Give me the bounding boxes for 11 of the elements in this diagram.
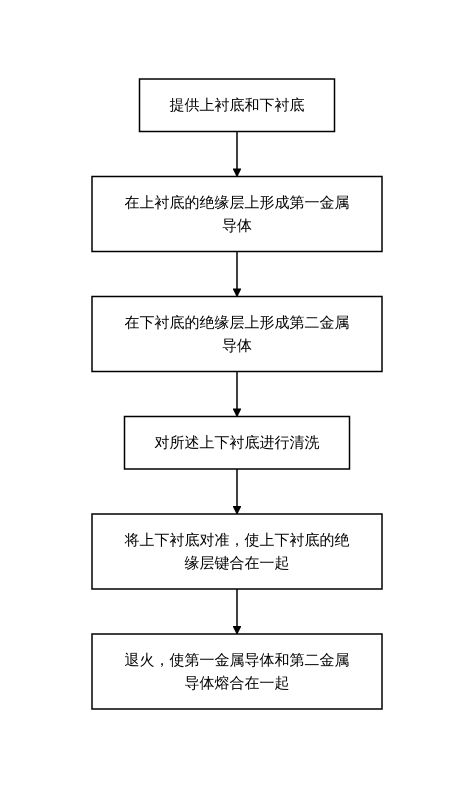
node-box: 在下衬底的绝缘层上形成第二金属导体 — [91, 296, 383, 372]
node-box: 提供上衬底和下衬底 — [138, 78, 336, 132]
arrow — [232, 589, 242, 634]
arrow — [232, 372, 242, 417]
arrow — [232, 469, 242, 514]
arrow — [232, 132, 242, 177]
arrow — [232, 252, 242, 297]
node-box: 退火，使第一金属导体和第二金属导体熔合在一起 — [91, 633, 383, 710]
node-box: 对所述上下衬底进行清洗 — [124, 416, 350, 470]
node-box: 在上衬底的绝缘层上形成第一金属导体 — [91, 176, 383, 252]
node-box: 将上下衬底对准，使上下衬底的绝缘层键合在一起 — [91, 513, 383, 590]
